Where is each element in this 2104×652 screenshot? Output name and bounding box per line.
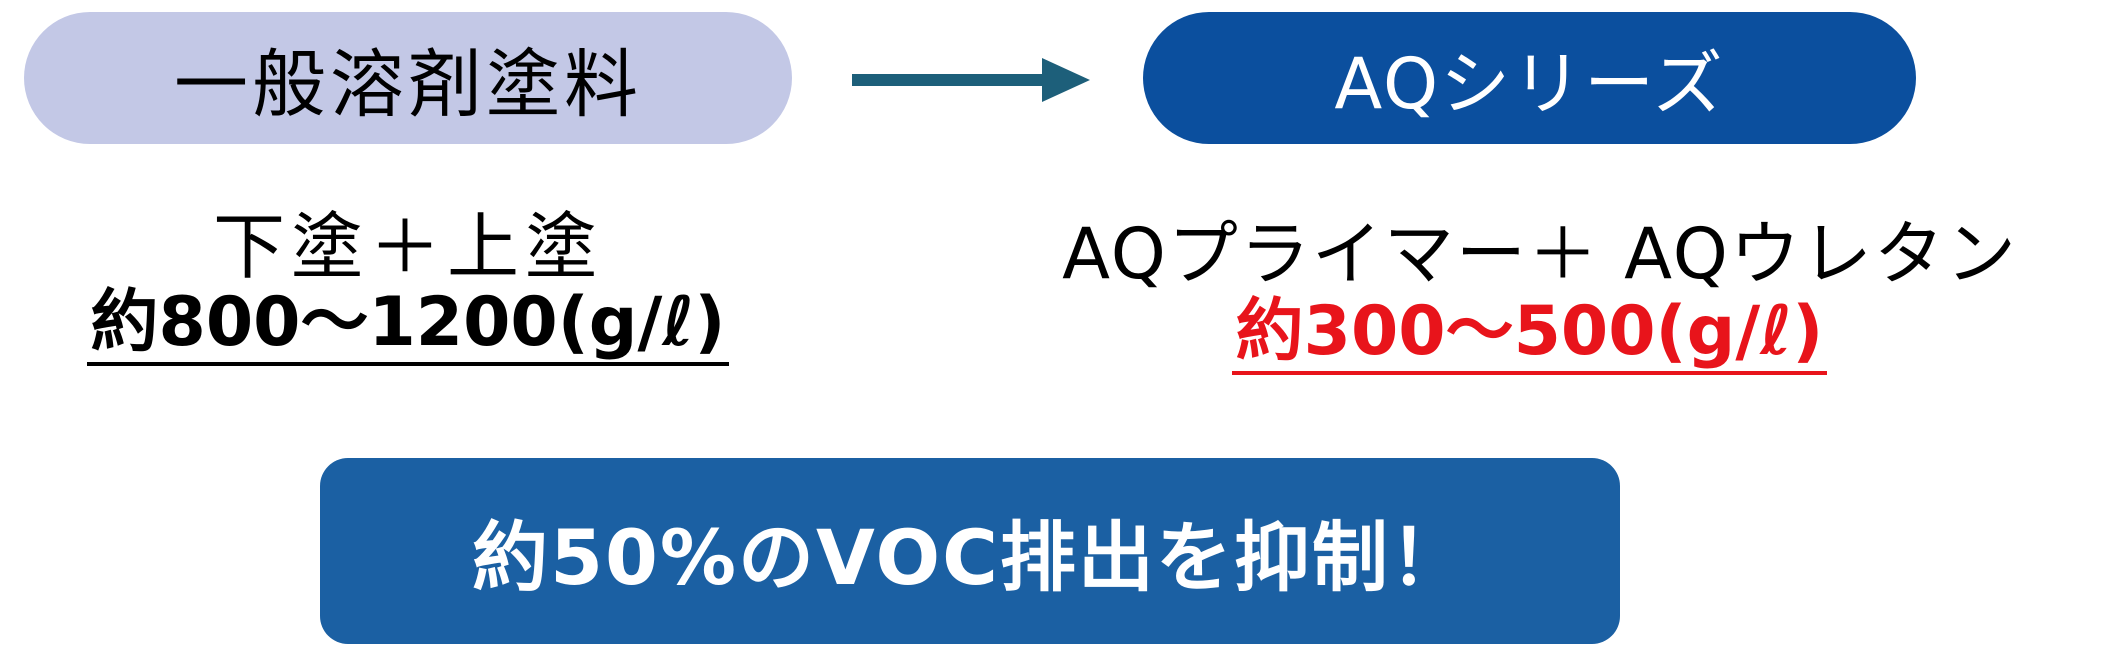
- voc-reduction-message: 約50%のVOC排出を抑制！: [472, 513, 1468, 602]
- right-arrow-icon: [852, 58, 1090, 102]
- aq-series-coating-description: AQプライマー＋ AQウレタン: [1062, 213, 2018, 295]
- aq-series-label-pill: AQシリーズ: [1143, 12, 1916, 144]
- aq-series-voc-amount-row: 約300～500(g/ℓ): [1143, 292, 1916, 376]
- solvent-paint-voc-amount-row: 約800～1200(g/ℓ): [24, 283, 792, 367]
- solvent-paint-label-pill: 一般溶剤塗料: [24, 12, 792, 144]
- voc-reduction-result-box: 約50%のVOC排出を抑制！: [320, 458, 1620, 644]
- solvent-paint-label: 一般溶剤塗料: [174, 41, 642, 128]
- solvent-paint-voc-amount: 約800～1200(g/ℓ): [86, 287, 730, 367]
- aq-series-label: AQシリーズ: [1334, 42, 1725, 125]
- solvent-paint-coating-description: 下塗＋上塗: [212, 205, 603, 289]
- aq-series-voc-amount: 約300～500(g/ℓ): [1231, 296, 1828, 376]
